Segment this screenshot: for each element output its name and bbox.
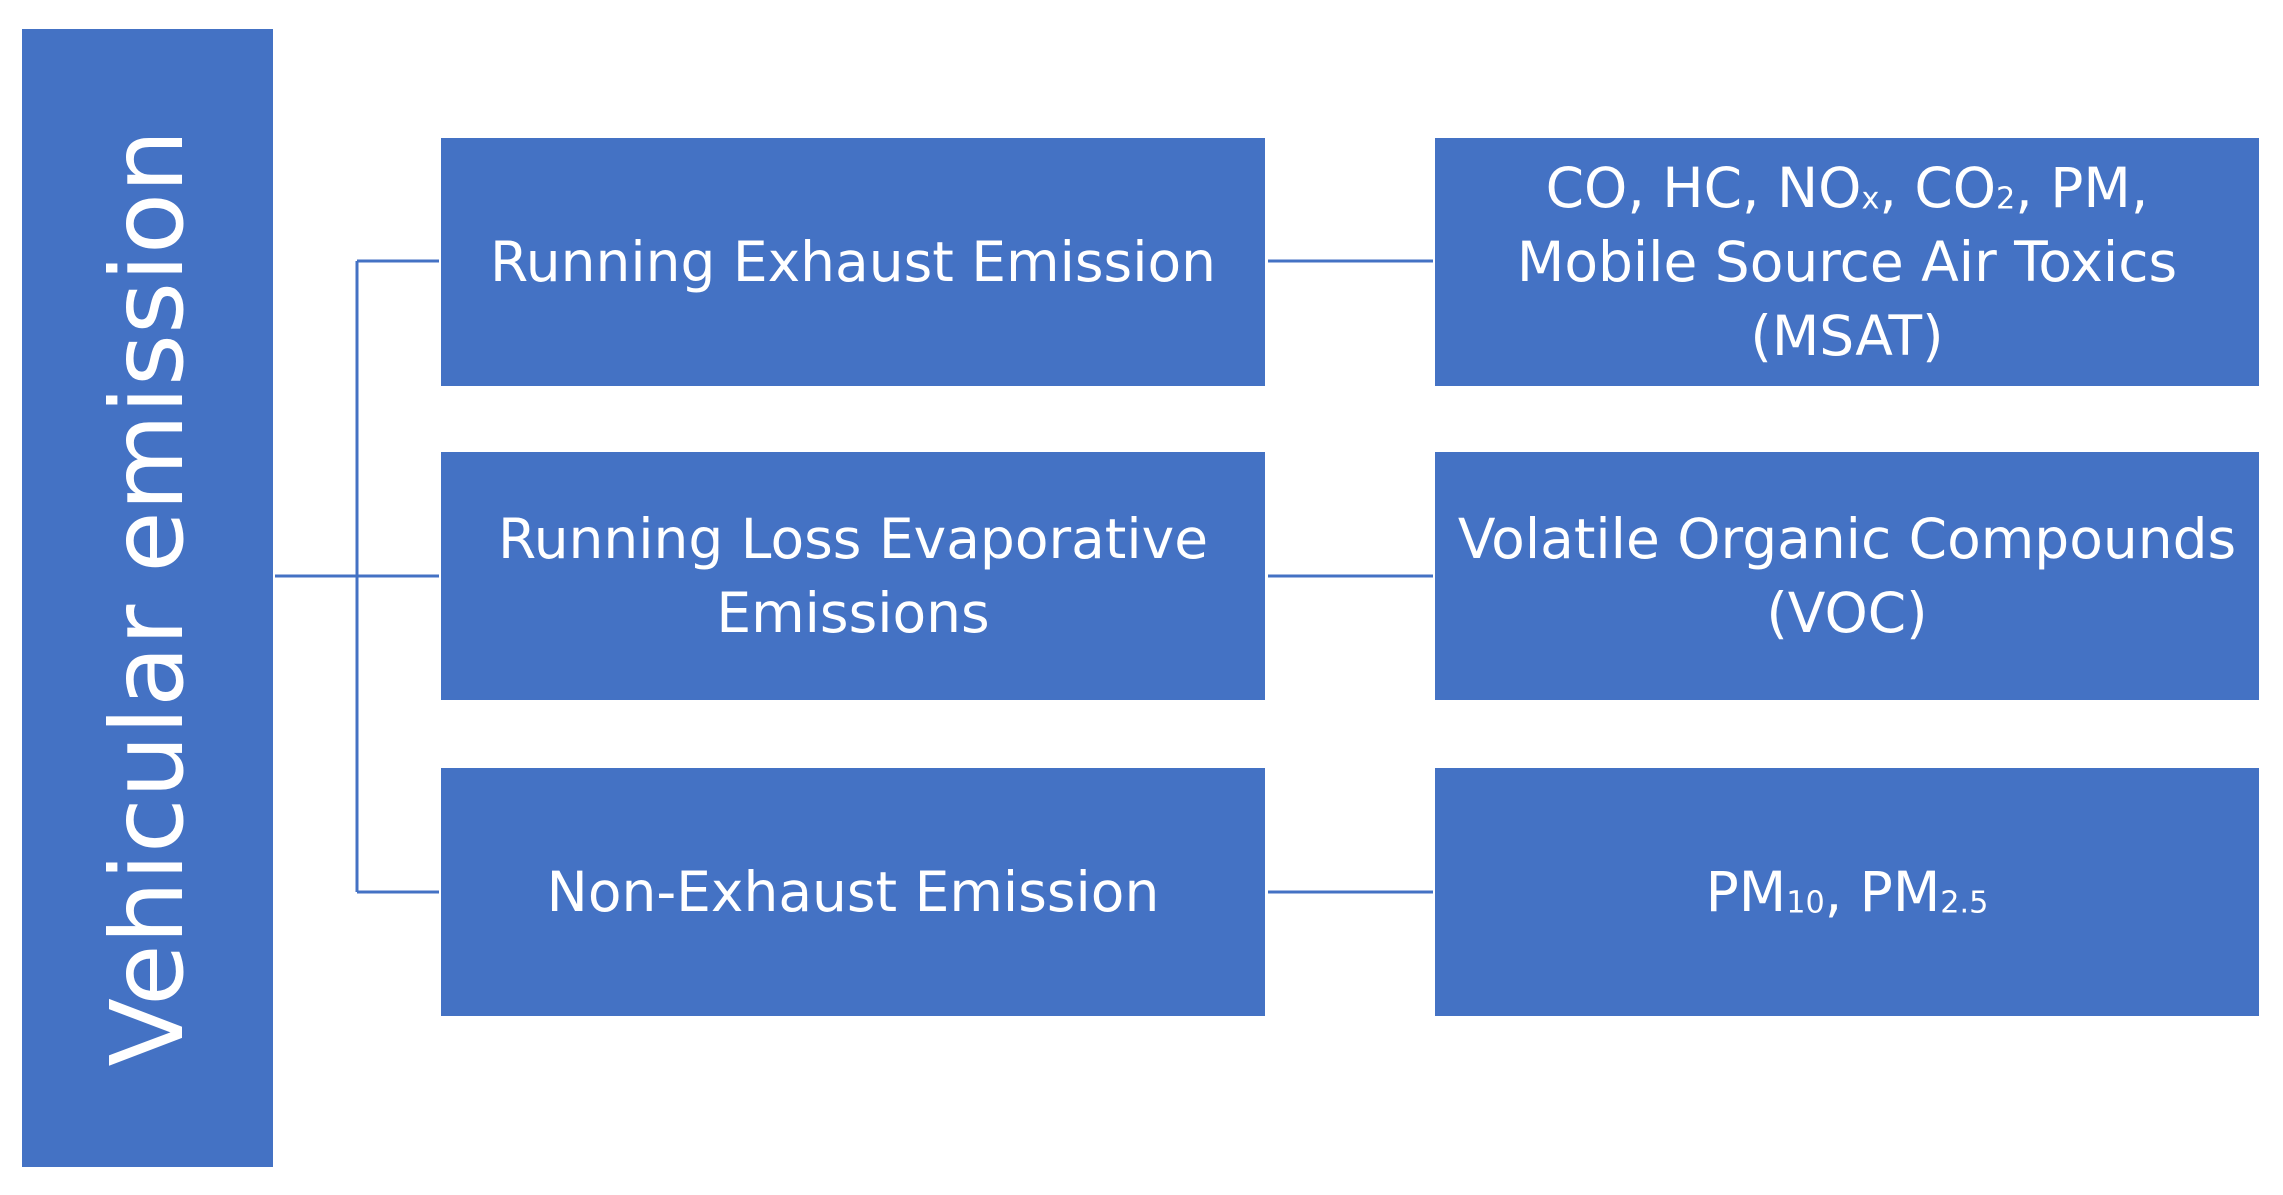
detail-line-3: (MSAT) [1750, 304, 1944, 369]
subscript-10: 10 [1786, 885, 1825, 921]
category-label: Running Exhaust Emission [490, 229, 1216, 294]
category-label-line-1: Running Loss Evaporative [497, 506, 1209, 571]
category-running-loss-evaporative-emissions: Running Loss Evaporative Emissions [441, 452, 1265, 700]
category-running-exhaust-emission: Running Exhaust Emission [441, 138, 1265, 386]
detail-line-1: Volatile Organic Compounds [1457, 506, 2237, 571]
category-non-exhaust-emission: Non-Exhaust Emission [441, 768, 1265, 1016]
detail-exhaust-pollutants: CO, HC, NOx, CO2, PM, Mobile Source Air … [1435, 138, 2259, 386]
detail-line-1: PM10, PM2.5 [1706, 855, 1989, 929]
pollutant-text: , PM, [2015, 155, 2149, 220]
detail-voc: Volatile Organic Compounds (VOC) [1435, 452, 2259, 700]
detail-particulate-matter: PM10, PM2.5 [1435, 768, 2259, 1016]
category-label-line-2: Emissions [716, 581, 990, 645]
detail-line-2: Mobile Source Air Toxics [1516, 229, 2178, 294]
pm-text: PM [1705, 859, 1787, 924]
detail-line-1: CO, HC, NOx, CO2, PM, [1517, 151, 2177, 225]
subscript-x: x [1861, 181, 1880, 217]
subscript-2-5: 2.5 [1940, 885, 1989, 921]
category-label: Non-Exhaust Emission [546, 859, 1160, 924]
pollutant-text: , CO [1879, 155, 1997, 220]
root-label: Vehicular emission [88, 129, 206, 1067]
pollutant-text: CO, HC, NO [1545, 155, 1862, 220]
detail-line-2: (VOC) [1766, 581, 1928, 645]
pm-text: , PM [1824, 859, 1941, 924]
root-node-vehicular-emission: Vehicular emission [22, 29, 273, 1167]
subscript-2: 2 [1996, 181, 2016, 217]
